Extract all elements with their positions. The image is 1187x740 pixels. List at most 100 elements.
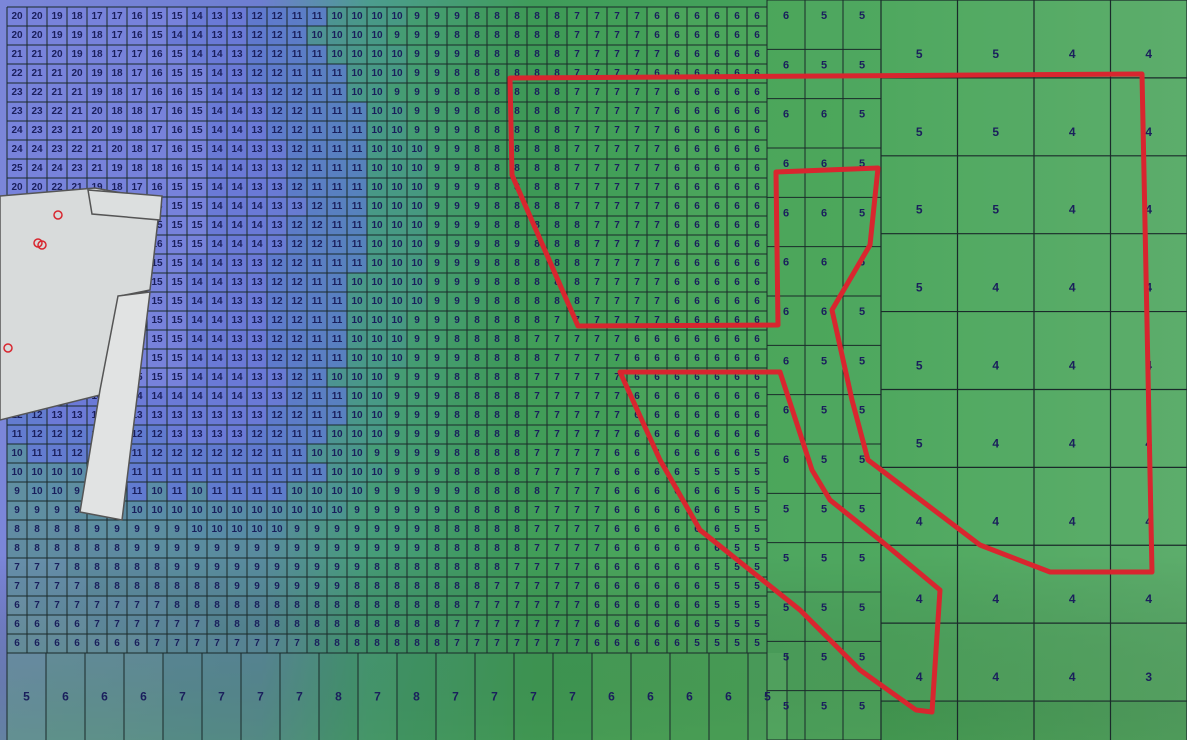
fine-cell-value: 5 xyxy=(714,638,720,649)
fine-cell-value: 7 xyxy=(454,619,460,630)
fine-cell xyxy=(167,45,187,64)
fine-cell xyxy=(487,178,507,197)
fine-cell-value: 9 xyxy=(454,239,460,250)
fine-cell-value: 10 xyxy=(371,68,383,79)
medium-cell xyxy=(805,98,843,148)
fine-cell xyxy=(187,368,207,387)
fine-cell-value: 14 xyxy=(231,372,243,383)
fine-cell-value: 6 xyxy=(674,239,680,250)
fine-cell xyxy=(567,178,587,197)
fine-cell-value: 8 xyxy=(374,600,380,611)
fine-cell-value: 19 xyxy=(111,163,123,174)
fine-cell-value: 13 xyxy=(231,353,243,364)
fine-cell-value: 18 xyxy=(91,30,103,41)
fine-cell xyxy=(487,387,507,406)
fine-cell-value: 7 xyxy=(574,182,580,193)
fine-cell-value: 6 xyxy=(654,391,660,402)
fine-cell xyxy=(247,387,267,406)
fine-cell-value: 8 xyxy=(534,106,540,117)
fine-cell xyxy=(467,292,487,311)
fine-cell-value: 13 xyxy=(191,429,203,440)
fine-cell-value: 7 xyxy=(574,581,580,592)
fine-cell-value: 15 xyxy=(151,296,163,307)
fine-cell-value: 8 xyxy=(494,372,500,383)
fine-cell xyxy=(227,121,247,140)
fine-cell-value: 6 xyxy=(634,486,640,497)
fine-cell-value: 10 xyxy=(11,448,23,459)
fine-cell-value: 12 xyxy=(271,296,283,307)
fine-cell-value: 7 xyxy=(594,49,600,60)
fine-cell-value: 8 xyxy=(154,562,160,573)
fine-cell xyxy=(647,235,667,254)
fine-cell-value: 7 xyxy=(574,410,580,421)
fine-cell xyxy=(707,273,727,292)
bottom-cell-value: 6 xyxy=(608,690,615,704)
fine-cell xyxy=(487,216,507,235)
fine-cell-value: 10 xyxy=(131,505,143,516)
fine-cell-value: 6 xyxy=(734,353,740,364)
fine-cell-value: 6 xyxy=(714,144,720,155)
fine-cell-value: 7 xyxy=(134,600,140,611)
fine-cell xyxy=(447,216,467,235)
fine-cell-value: 8 xyxy=(514,448,520,459)
fine-cell xyxy=(147,330,167,349)
fine-cell-value: 9 xyxy=(374,448,380,459)
fine-cell-value: 8 xyxy=(494,486,500,497)
fine-cell-value: 7 xyxy=(574,30,580,41)
fine-cell xyxy=(547,26,567,45)
fine-cell-value: 8 xyxy=(494,429,500,440)
fine-cell-value: 9 xyxy=(454,220,460,231)
fine-cell-value: 15 xyxy=(171,296,183,307)
fine-cell-value: 10 xyxy=(231,505,243,516)
fine-cell xyxy=(7,83,27,102)
fine-cell-value: 7 xyxy=(534,467,540,478)
fine-cell-value: 8 xyxy=(534,30,540,41)
fine-cell-value: 6 xyxy=(694,11,700,22)
bottom-cell-value: 7 xyxy=(218,690,225,704)
fine-cell-value: 9 xyxy=(414,543,420,554)
fine-cell-value: 7 xyxy=(34,600,40,611)
fine-cell xyxy=(627,140,647,159)
fine-cell-value: 11 xyxy=(312,429,323,440)
medium-cell-value: 5 xyxy=(783,701,789,713)
fine-cell xyxy=(107,159,127,178)
fine-cell xyxy=(267,64,287,83)
fine-cell xyxy=(647,83,667,102)
fine-cell-value: 10 xyxy=(411,163,423,174)
fine-cell xyxy=(547,349,567,368)
fine-cell-value: 6 xyxy=(634,429,640,440)
fine-cell-value: 6 xyxy=(694,296,700,307)
fine-cell xyxy=(367,311,387,330)
fine-cell-value: 13 xyxy=(231,30,243,41)
fine-cell-value: 8 xyxy=(14,543,20,554)
fine-cell-value: 6 xyxy=(754,391,760,402)
fine-cell-value: 9 xyxy=(434,87,440,98)
fine-cell-value: 8 xyxy=(354,638,360,649)
fine-cell-value: 6 xyxy=(634,543,640,554)
fine-cell-value: 9 xyxy=(374,486,380,497)
fine-cell-value: 11 xyxy=(332,258,343,269)
fine-cell-value: 7 xyxy=(474,638,480,649)
fine-cell-value: 8 xyxy=(494,239,500,250)
fine-cell xyxy=(287,349,307,368)
fine-cell xyxy=(487,292,507,311)
fine-cell xyxy=(447,7,467,26)
fine-cell-value: 8 xyxy=(34,524,40,535)
fine-cell-value: 9 xyxy=(434,163,440,174)
fine-cell-value: 9 xyxy=(414,524,420,535)
fine-cell xyxy=(87,102,107,121)
fine-cell-value: 7 xyxy=(154,600,160,611)
fine-cell-value: 8 xyxy=(494,106,500,117)
fine-cell xyxy=(67,45,87,64)
fine-cell-value: 7 xyxy=(534,581,540,592)
fine-cell-value: 23 xyxy=(51,144,63,155)
fine-cell-value: 7 xyxy=(654,144,660,155)
medium-cell xyxy=(767,493,805,543)
fine-cell xyxy=(727,254,747,273)
fine-cell-value: 8 xyxy=(494,543,500,554)
medium-cell-value: 6 xyxy=(821,207,827,219)
fine-cell xyxy=(507,330,527,349)
fine-cell-value: 10 xyxy=(371,201,383,212)
fine-cell xyxy=(307,273,327,292)
fine-cell xyxy=(427,349,447,368)
